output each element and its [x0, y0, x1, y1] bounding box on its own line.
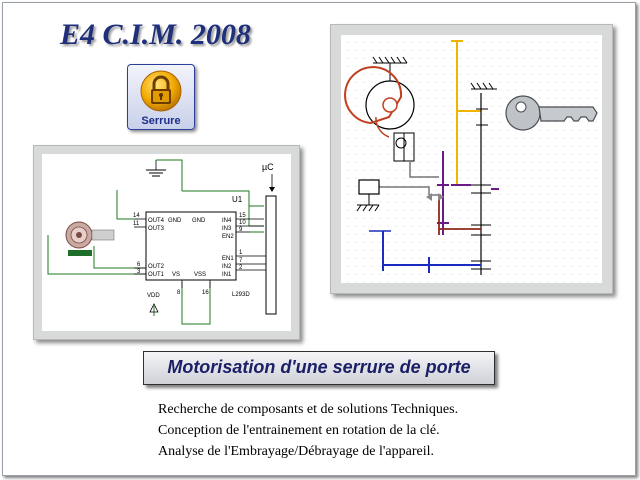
- pin-out3: OUT3: [148, 226, 165, 232]
- banner-text: Motorisation d'une serrure de porte: [167, 357, 471, 377]
- pin-en2: EN2: [222, 234, 234, 240]
- key-icon: [505, 95, 598, 131]
- pin-number-14: 14: [133, 213, 140, 219]
- vdd-label: VDD: [147, 293, 160, 299]
- padlock-icon: [140, 70, 182, 112]
- pin-vss: VSS: [194, 272, 206, 278]
- circuit-panel: U1 L293D OUT4 GND GND OUT3 OUT2 OUT1 VS …: [33, 145, 300, 340]
- pin-out1: OUT1: [148, 272, 165, 278]
- pin-out2: OUT2: [148, 264, 165, 270]
- pin-number-16: 16: [202, 290, 209, 296]
- mechanism-diagram: [341, 35, 602, 283]
- pin-number-10: 10: [239, 220, 246, 226]
- list-item: Recherche de composants et de solutions …: [158, 402, 459, 417]
- pin-in2: IN2: [222, 264, 232, 270]
- pin-gnd1: GND: [168, 218, 182, 224]
- pin-number-2: 2: [239, 265, 243, 271]
- pin-number-6: 6: [137, 262, 141, 268]
- lock-button[interactable]: Serrure: [127, 64, 195, 130]
- pin-in4: IN4: [222, 218, 232, 224]
- pin-number-8: 8: [177, 290, 181, 296]
- description-list: Recherche de composants et de solutions …: [158, 399, 498, 462]
- pin-number-1: 1: [239, 250, 243, 256]
- pin-number-7: 7: [239, 258, 243, 264]
- pin-vs: VS: [172, 272, 180, 278]
- micro-label: µC: [262, 162, 274, 172]
- pin-gnd2: GND: [192, 218, 206, 224]
- list-item: Conception de l'entrainement en rotation…: [158, 423, 440, 438]
- mechanism-panel: [330, 24, 613, 294]
- pin-in3: IN3: [222, 226, 232, 232]
- pin-number-15: 15: [239, 213, 246, 219]
- circuit-diagram: U1 L293D OUT4 GND GND OUT3 OUT2 OUT1 VS …: [47, 159, 277, 325]
- title-banner: Motorisation d'une serrure de porte: [143, 351, 495, 385]
- pin-en1: EN1: [222, 256, 234, 262]
- motor-icon: [65, 221, 115, 256]
- chip-name: U1: [232, 195, 243, 204]
- chip-ref: L293D: [232, 292, 250, 298]
- page-title: E4 C.I.M. 2008: [60, 18, 251, 51]
- pin-number-3: 3: [137, 269, 141, 275]
- lock-button-label: Serrure: [141, 115, 181, 127]
- pin-out4: OUT4: [148, 218, 165, 224]
- pin-number-11: 11: [133, 221, 140, 227]
- list-item: Analyse de l'Embrayage/Débrayage de l'ap…: [158, 444, 434, 459]
- pin-in1: IN1: [222, 272, 232, 278]
- pin-number-9: 9: [239, 227, 243, 233]
